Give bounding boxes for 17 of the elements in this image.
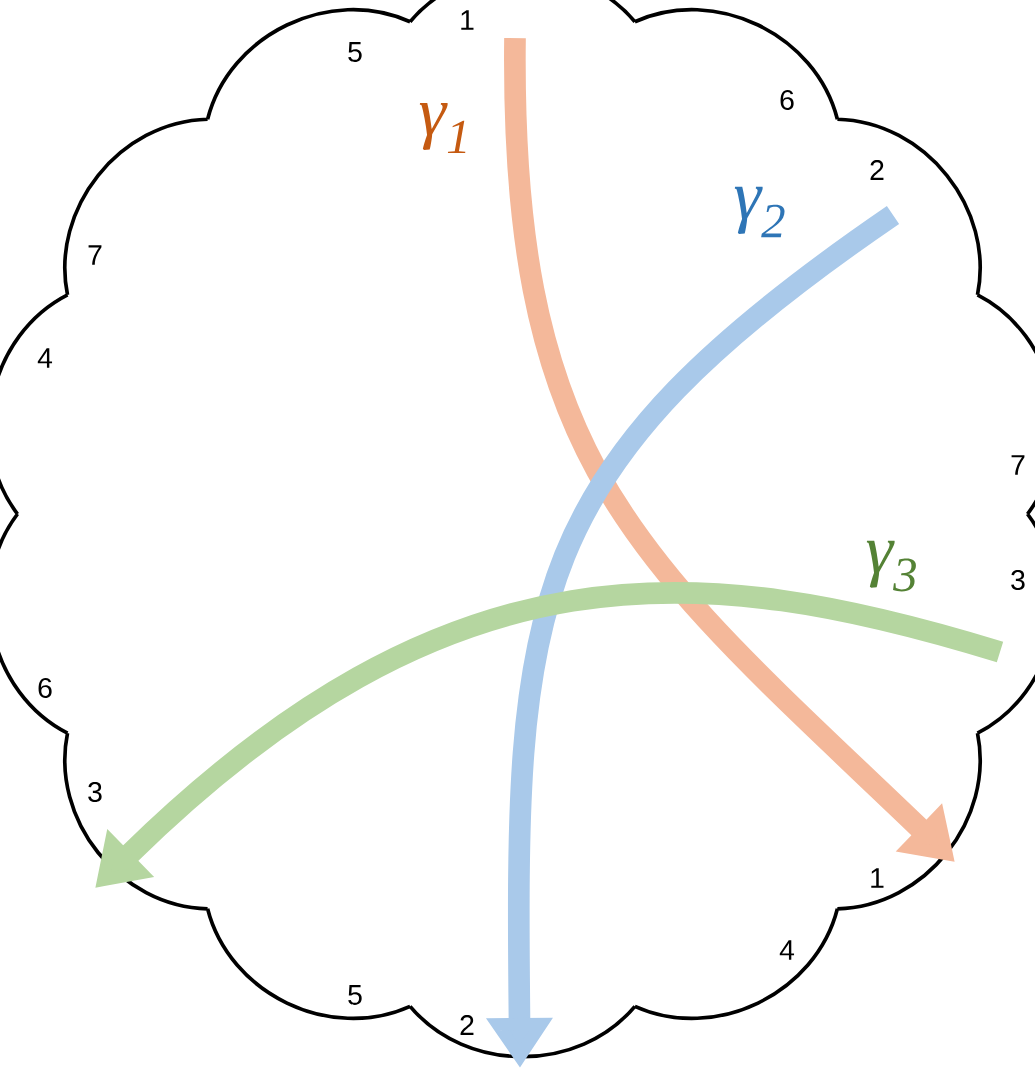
side-label: 1 [871,868,884,888]
side-label: 5 [348,42,362,62]
side-label: 6 [38,678,52,699]
side-label: 4 [37,348,53,368]
side-label: 1 [461,10,474,30]
side-label: 7 [88,245,102,265]
curve-label: γ$_{3}$ [866,540,916,592]
side-label: 4 [779,940,795,960]
side-label: 5 [348,985,362,1005]
side-label: 2 [460,1015,474,1035]
side-label: 7 [1011,455,1025,475]
side-label: 2 [870,160,884,180]
side-label: 3 [88,781,102,803]
side-label: 3 [1011,570,1025,591]
curve-label: γ$_{1}$ [419,102,466,154]
curve-label: γ$_{2}$ [734,186,785,238]
side-label: 6 [780,90,794,111]
